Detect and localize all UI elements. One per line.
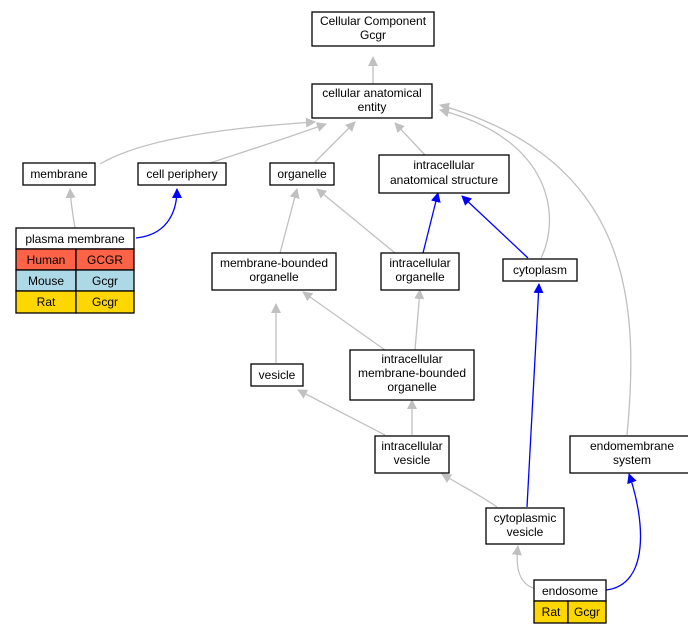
node-label: Cellular Component (320, 14, 427, 28)
node-label: cytoplasm (513, 263, 567, 277)
node-label: membrane-bounded (358, 366, 466, 380)
node-title: plasma membrane (25, 232, 125, 246)
node-membrane: membrane (22, 162, 96, 186)
edge-membrane-to-cae (99, 117, 316, 165)
node-intracellular-vesicle: intracellular vesicle (374, 435, 450, 474)
edge-imbo-to-mbo (302, 291, 386, 351)
edge-pm-to-cell-periphery (135, 188, 182, 239)
edge-io-to-organelle (316, 188, 396, 254)
edge-io-to-ias (422, 192, 441, 254)
node-label: cytoplasmic (494, 511, 557, 525)
table-row: Human GCGR (15, 248, 135, 271)
edge-mbo-to-organelle (279, 188, 300, 254)
node-cellular-component-gcgr: Cellular Component Gcgr (311, 11, 435, 47)
node-intracellular-organelle: intracellular organelle (380, 252, 460, 291)
node-label: cellular anatomical (322, 86, 421, 100)
species-cell: Rat (37, 295, 56, 309)
node-title: endosome (542, 584, 598, 598)
edge-cell-periphery-to-cae (209, 122, 327, 164)
node-label: vesicle (259, 368, 296, 382)
node-label: endomembrane (590, 439, 674, 453)
node-intracellular-membrane-bounded-organelle: intracellular membrane-bounded organelle (349, 349, 475, 401)
table-row: Mouse Gcgr (15, 269, 135, 292)
edge-pm-to-membrane (65, 188, 76, 229)
gene-cell: GCGR (87, 253, 123, 267)
node-label: intracellular (413, 158, 474, 172)
node-label: organelle (395, 270, 445, 284)
edge-iv-to-vesicle (297, 389, 386, 436)
edge-ias-to-cae (394, 122, 426, 156)
species-cell: Mouse (28, 274, 64, 288)
gene-cell: Gcgr (92, 274, 118, 288)
edge-organelle-to-cae (314, 121, 356, 163)
node-label: organelle (387, 380, 437, 394)
node-label: anatomical structure (390, 173, 498, 187)
node-cell-periphery: cell periphery (137, 162, 227, 186)
edge-es-to-cae (439, 102, 632, 436)
species-cell: Rat (542, 605, 561, 619)
node-endomembrane-system: endomembrane system (569, 435, 688, 474)
node-label: intracellular (389, 256, 450, 270)
node-label: membrane-bounded (220, 256, 328, 270)
node-label: organelle (277, 167, 327, 181)
edge-endosome-to-cv (511, 545, 537, 590)
gene-cell: Gcgr (92, 295, 118, 309)
node-cytoplasm: cytoplasm (502, 258, 578, 282)
edge-cv-to-iv (441, 473, 498, 508)
table-row: Rat Gcgr (15, 290, 135, 314)
node-membrane-bounded-organelle: membrane-bounded organelle (211, 252, 337, 291)
node-label: intracellular (381, 352, 442, 366)
node-intracellular-anatomical-structure: intracellular anatomical structure (378, 154, 510, 194)
table-row: Rat Gcgr (533, 600, 607, 624)
edge-endosome-to-es (605, 473, 642, 591)
node-endosome: endosome Rat Gcgr (533, 579, 607, 624)
edge-cv-to-cytoplasm (526, 283, 544, 508)
node-label: vesicle (394, 453, 431, 467)
node-label: Gcgr (360, 28, 386, 42)
node-label: intracellular (381, 439, 442, 453)
species-cell: Human (27, 253, 66, 267)
gene-cell: Gcgr (574, 605, 600, 619)
edge-imbo-to-io (414, 289, 425, 351)
node-plasma-membrane: plasma membrane Human GCGR Mouse Gcgr Ra… (15, 227, 135, 314)
edge-cytoplasm-to-cae (439, 107, 551, 259)
node-label: system (613, 453, 651, 467)
node-label: organelle (249, 270, 299, 284)
node-label: vesicle (507, 525, 544, 539)
node-cytoplasmic-vesicle: cytoplasmic vesicle (485, 507, 565, 545)
node-label: entity (358, 100, 387, 114)
node-vesicle: vesicle (250, 363, 304, 387)
node-organelle: organelle (269, 162, 335, 186)
node-cellular-anatomical-entity: cellular anatomical entity (311, 83, 433, 119)
node-label: membrane (30, 167, 88, 181)
node-label: cell periphery (146, 167, 217, 181)
edges (65, 56, 642, 591)
edge-cytoplasm-to-ias (461, 195, 529, 259)
